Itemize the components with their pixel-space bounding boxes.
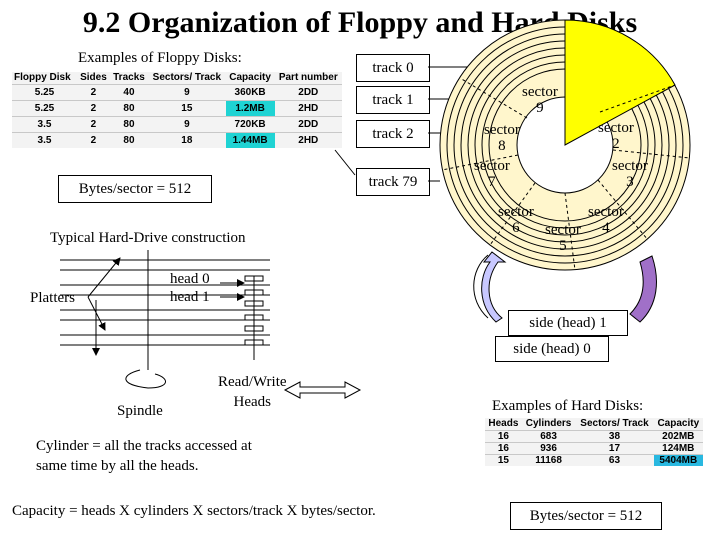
table-row: 3.5 2 80 18 1.44MB 2HD: [12, 132, 342, 148]
hard-disks-heading: Examples of Hard Disks:: [492, 398, 644, 414]
cell: 80: [109, 116, 149, 133]
table-row: 5.25 2 80 15 1.2MB 2HD: [12, 100, 342, 117]
track-label-79: track 79: [356, 168, 430, 196]
cell-highlight: 1.2MB: [225, 100, 275, 117]
cell: 3.5: [12, 132, 77, 148]
sector-label-5: sector 5: [545, 222, 581, 254]
cell: 720KB: [225, 116, 275, 133]
cell: 11168: [535, 455, 562, 466]
cell: 15: [148, 100, 226, 117]
cell-highlight: 5404MB: [653, 454, 703, 466]
cylinder-definition: Cylinder = all the tracks accessed at sa…: [36, 438, 252, 474]
cell: 5.25: [12, 100, 77, 117]
hard-header-cylinders: Cylinders: [525, 418, 572, 429]
platters-pointer: [87, 257, 121, 298]
table-row: 3.5 2 80 9 720KB 2DD: [12, 116, 342, 133]
cell: 5.25: [12, 84, 77, 101]
side-arrow-left-outline: [473, 254, 489, 319]
floppy-header-sectors: Sectors/ Track: [152, 72, 222, 83]
side-arrow-right: [629, 255, 657, 323]
floppy-table-header-row: Floppy Disk Sides Tracks Sectors/ Track …: [12, 72, 342, 85]
hard-bytes-per-sector: Bytes/sector = 512: [510, 502, 662, 530]
cell: 40: [109, 84, 149, 101]
floppy-header-sides: Sides: [80, 72, 107, 83]
cell: 3.5: [12, 116, 77, 133]
platter-stack: [60, 250, 270, 370]
spindle-label: Spindle: [117, 403, 163, 419]
cell: 936: [540, 443, 557, 454]
cell: 202MB: [662, 431, 695, 442]
table-row: 16 683 38 202MB: [485, 430, 703, 443]
floppy-header-tracks: Tracks: [113, 72, 145, 83]
table-row: 16 936 17 124MB: [485, 442, 703, 455]
floppy-heading: Examples of Floppy Disks:: [78, 50, 242, 66]
table-pointer: [334, 149, 356, 176]
cell: 124MB: [662, 443, 695, 454]
cell: 2DD: [274, 84, 342, 101]
floppy-header-part: Part number: [278, 72, 338, 83]
cell: 2: [77, 132, 110, 148]
cell-highlight: 1.44MB: [225, 132, 275, 148]
cell: 80: [109, 132, 149, 148]
cell: 2: [77, 100, 110, 117]
cell: 2DD: [274, 116, 342, 133]
hard-disk-table: Heads Cylinders Sectors/ Track Capacity …: [485, 418, 703, 466]
highlighted-sector: [564, 19, 676, 146]
head-0-label: head 0: [170, 271, 210, 287]
head-1-label: head 1: [170, 289, 210, 305]
floppy-bytes-per-sector: Bytes/sector = 512: [58, 175, 212, 203]
cell: 9: [148, 84, 226, 101]
hard-header-heads: Heads: [488, 418, 519, 429]
hard-table-header-row: Heads Cylinders Sectors/ Track Capacity: [485, 418, 703, 431]
track-label-2: track 2: [356, 120, 430, 148]
hard-header-capacity: Capacity: [657, 418, 700, 429]
cell: 360KB: [225, 84, 275, 101]
cell: 15: [497, 455, 509, 466]
cell: 80: [109, 100, 149, 117]
read-write-heads-label: Read/Write Heads: [218, 374, 287, 410]
platters-label: Platters: [30, 290, 75, 306]
head-labels: head 0 head 1: [170, 270, 210, 306]
sector-label-4: sector 4: [588, 204, 624, 236]
cell: 16: [497, 443, 509, 454]
hard-header-sectors: Sectors/ Track: [580, 418, 649, 429]
capacity-formula: Capacity = heads X cylinders X sectors/t…: [12, 503, 376, 519]
spindle-rotation-arrow: [125, 369, 166, 389]
table-row: 5.25 2 40 9 360KB 2DD: [12, 84, 342, 101]
cell: 18: [148, 132, 226, 148]
floppy-table: Floppy Disk Sides Tracks Sectors/ Track …: [12, 72, 342, 148]
side-arrow-left: [481, 251, 507, 323]
cell: 683: [540, 431, 557, 442]
cell: 63: [608, 455, 621, 466]
sector-label-7: sector 7: [474, 158, 510, 190]
cell: 16: [497, 431, 509, 442]
sector-label-9: sector 9: [522, 84, 558, 116]
hard-drive-heading: Typical Hard-Drive construction: [50, 230, 246, 246]
track-label-1: track 1: [356, 86, 430, 114]
table-row: 15 11168 63 5404MB: [485, 454, 703, 466]
sector-label-8: sector 8: [484, 122, 520, 154]
floppy-header-disk: Floppy Disk: [14, 72, 71, 83]
track-label-0: track 0: [356, 54, 430, 82]
cell: 2: [77, 84, 110, 101]
floppy-header-capacity: Capacity: [229, 72, 271, 83]
sector-dividers: [441, 20, 691, 271]
sector-label-6: sector 6: [498, 204, 534, 236]
cell: 9: [148, 116, 226, 133]
read-write-arrow: [283, 381, 362, 399]
cell: 2HD: [274, 100, 342, 117]
cell: 2: [77, 116, 110, 133]
sector-label-2: sector 2: [598, 120, 634, 152]
side-head-0-label: side (head) 0: [495, 336, 609, 362]
sector-label-3: sector 3: [612, 158, 648, 190]
cell: 2HD: [274, 132, 342, 148]
side-head-1-label: side (head) 1: [508, 310, 628, 336]
cell: 38: [608, 431, 621, 442]
cell: 17: [608, 443, 621, 454]
